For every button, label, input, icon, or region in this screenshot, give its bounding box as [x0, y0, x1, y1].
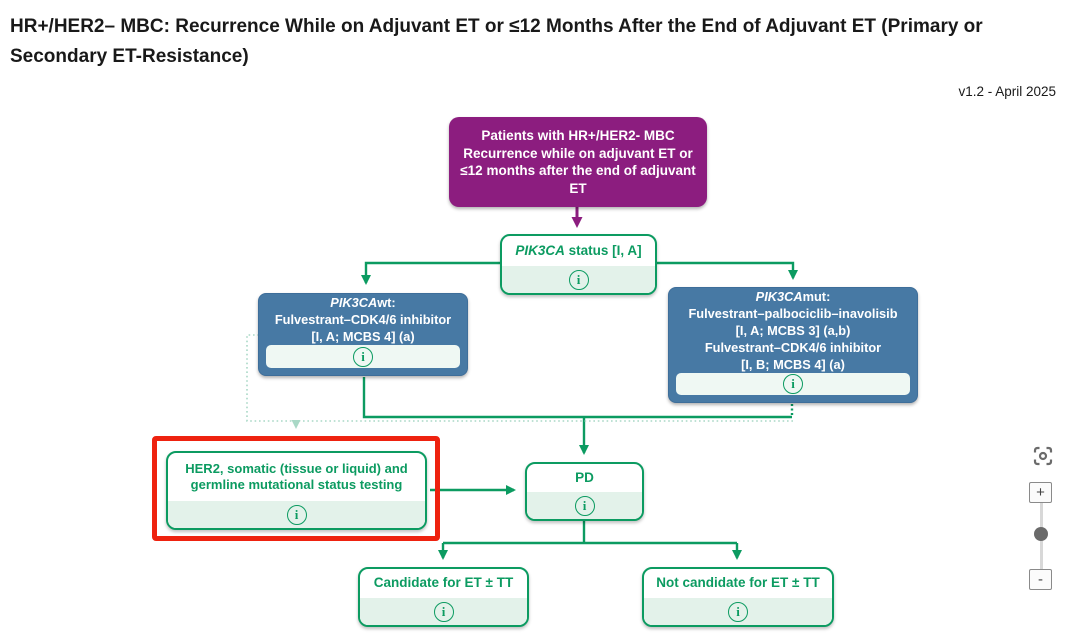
- node-patients-line: ET: [569, 180, 587, 196]
- node-pd-label: PD: [575, 469, 594, 485]
- testing-line: germline mutational status testing: [190, 477, 403, 492]
- evidence-line: [I, A; MCBS 3] (a,b): [735, 323, 851, 338]
- info-icon[interactable]: i: [568, 269, 589, 290]
- node-pik3ca-wt-text: PIK3CAwt: Fulvestrant–CDK4/6 inhibitor […: [259, 294, 467, 345]
- info-icon[interactable]: i: [783, 374, 803, 394]
- info-icon[interactable]: i: [353, 346, 373, 367]
- info-strip: i: [360, 598, 527, 625]
- connector-status-to-mut: [656, 261, 798, 280]
- gene-name: PIK3CA: [755, 289, 803, 304]
- gene-suffix: wt:: [377, 295, 396, 310]
- node-candidate-et-tt[interactable]: Candidate for ET ± TT i: [358, 567, 529, 627]
- node-pd[interactable]: PD i: [525, 462, 644, 521]
- node-mutational-testing-label: HER2, somatic (tissue or liquid) and ger…: [168, 453, 425, 501]
- info-strip: i: [676, 373, 910, 395]
- evidence-line: [I, A; MCBS 4] (a): [311, 329, 415, 344]
- treatment-line: Fulvestrant–CDK4/6 inhibitor: [704, 340, 882, 355]
- node-patients-line: ≤12 months after the end of adjuvant: [460, 163, 696, 178]
- gene-name: PIK3CA: [515, 242, 565, 258]
- info-strip: i: [266, 345, 460, 368]
- info-icon[interactable]: i: [728, 601, 748, 622]
- zoom-in-button[interactable]: +: [1029, 482, 1052, 503]
- node-patients-line: Patients with HR+/HER2- MBC: [481, 128, 675, 143]
- info-icon[interactable]: i: [286, 504, 307, 525]
- info-strip: i: [527, 492, 642, 519]
- treatment-line: Fulvestrant–CDK4/6 inhibitor: [274, 312, 452, 327]
- status-rest: status [I, A]: [564, 242, 642, 258]
- version-label: v1.2 - April 2025: [958, 84, 1056, 99]
- info-strip: i: [168, 501, 425, 528]
- node-candidate-label: Candidate for ET ± TT: [373, 575, 514, 591]
- node-pik3ca-status-label: PIK3CA status [I, A]: [502, 236, 655, 266]
- info-strip: i: [502, 266, 655, 293]
- highlight-red-frame: [152, 436, 440, 541]
- node-not-candidate-label: Not candidate for ET ± TT: [656, 575, 820, 591]
- gene-suffix: mut:: [802, 289, 831, 304]
- node-pik3ca-mut-text: PIK3CAmut: Fulvestrant–palbociclib–inavo…: [669, 288, 917, 373]
- zoom-out-button[interactable]: -: [1029, 569, 1052, 590]
- node-not-candidate-et-tt[interactable]: Not candidate for ET ± TT i: [642, 567, 834, 627]
- info-icon[interactable]: i: [433, 601, 454, 622]
- info-icon[interactable]: i: [574, 495, 595, 516]
- zoom-slider-handle[interactable]: [1034, 527, 1048, 541]
- node-patients[interactable]: Patients with HR+/HER2- MBC Recurrence w…: [449, 117, 707, 207]
- fit-to-screen-icon[interactable]: [1033, 446, 1053, 466]
- testing-line: HER2, somatic (tissue or liquid) and: [185, 460, 408, 476]
- treatment-line: Fulvestrant–palbociclib–inavolisib: [688, 306, 898, 321]
- node-pik3ca-wt[interactable]: PIK3CAwt: Fulvestrant–CDK4/6 inhibitor […: [258, 293, 468, 376]
- node-pik3ca-status[interactable]: PIK3CA status [I, A] i: [500, 234, 657, 295]
- page-title: HR+/HER2– MBC: Recurrence While on Adjuv…: [10, 16, 983, 67]
- info-strip: i: [644, 598, 832, 625]
- node-patients-line: Recurrence while on adjuvant ET or: [463, 145, 693, 161]
- connector-status-to-wt: [361, 261, 500, 285]
- gene-name: PIK3CA: [330, 295, 378, 310]
- node-pik3ca-mut[interactable]: PIK3CAmut: Fulvestrant–palbociclib–inavo…: [668, 287, 918, 403]
- evidence-line: [I, B; MCBS 4] (a): [741, 357, 845, 372]
- node-mutational-testing[interactable]: HER2, somatic (tissue or liquid) and ger…: [166, 451, 427, 530]
